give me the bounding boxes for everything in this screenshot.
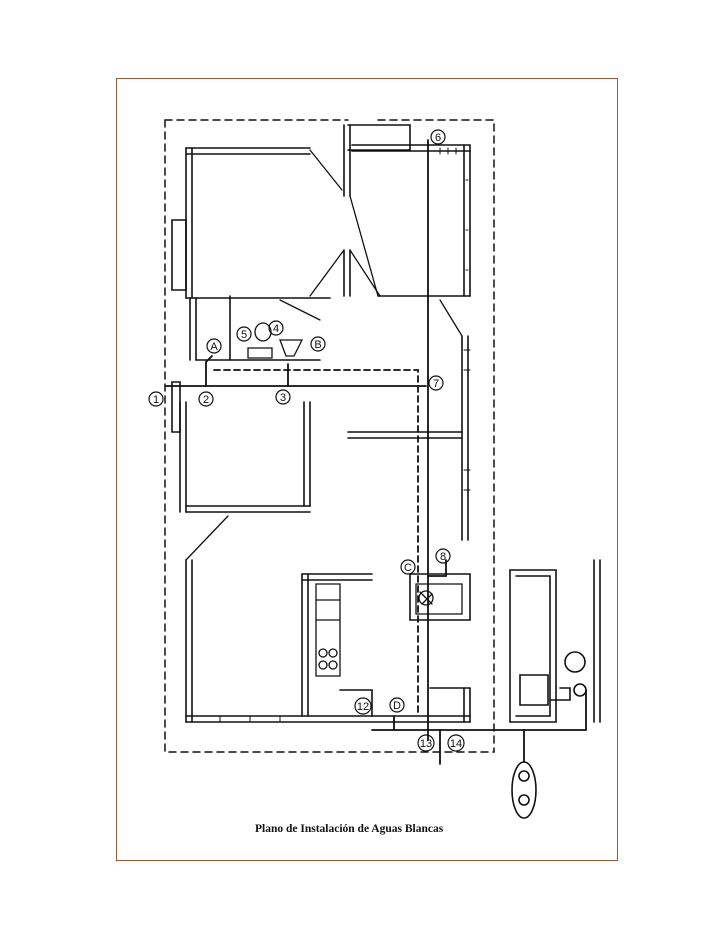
marker-circle-14 [447,734,465,752]
marker-C: C [404,562,412,574]
kitchen-counter [315,583,341,677]
bathroom-fixtures [247,322,304,359]
marker-D: D [393,700,401,712]
marker-circle-1 [148,391,164,407]
annex [509,559,601,819]
windows [219,147,471,723]
exterior-walls [179,144,471,723]
marker-circle-2 [198,391,214,407]
marker-labels: 1 2 3 4 5 6 7 8 12 13 14 A B C D [153,132,462,750]
marker-4: 4 [273,323,279,335]
marker-B: B [314,339,321,351]
marker-circle-A [206,338,222,354]
water-heater [415,583,463,615]
marker-circle-6 [430,129,446,145]
marker-circle-5 [236,326,252,342]
marker-circle-8 [435,548,451,564]
marker-6: 6 [435,132,441,144]
page-border [116,78,618,861]
marker-13: 13 [420,738,432,750]
marker-14: 14 [450,738,462,750]
marker-circle-3 [275,389,291,405]
lot-boundary [164,119,495,753]
door-swings [185,149,463,561]
marker-circle-13 [417,734,435,752]
marker-circle-B [310,336,326,352]
supply-pipes [165,139,587,765]
marker-8: 8 [440,551,446,563]
marker-circle-4 [268,320,284,336]
marker-circle-C [400,559,416,575]
marker-5: 5 [241,329,247,341]
marker-1: 1 [153,394,159,406]
marker-circle-7 [428,375,444,391]
hot-water-pipes [213,369,419,717]
marker-2: 2 [203,394,209,406]
interior-walls [171,124,471,717]
marker-7: 7 [433,378,439,390]
marker-circle-12 [354,697,372,715]
plan-caption: Plano de Instalación de Aguas Blancas [255,823,444,835]
marker-12: 12 [357,701,369,713]
marker-3: 3 [280,392,286,404]
marker-circle-D [389,697,405,713]
marker-circles [148,129,465,752]
marker-A: A [210,341,218,353]
